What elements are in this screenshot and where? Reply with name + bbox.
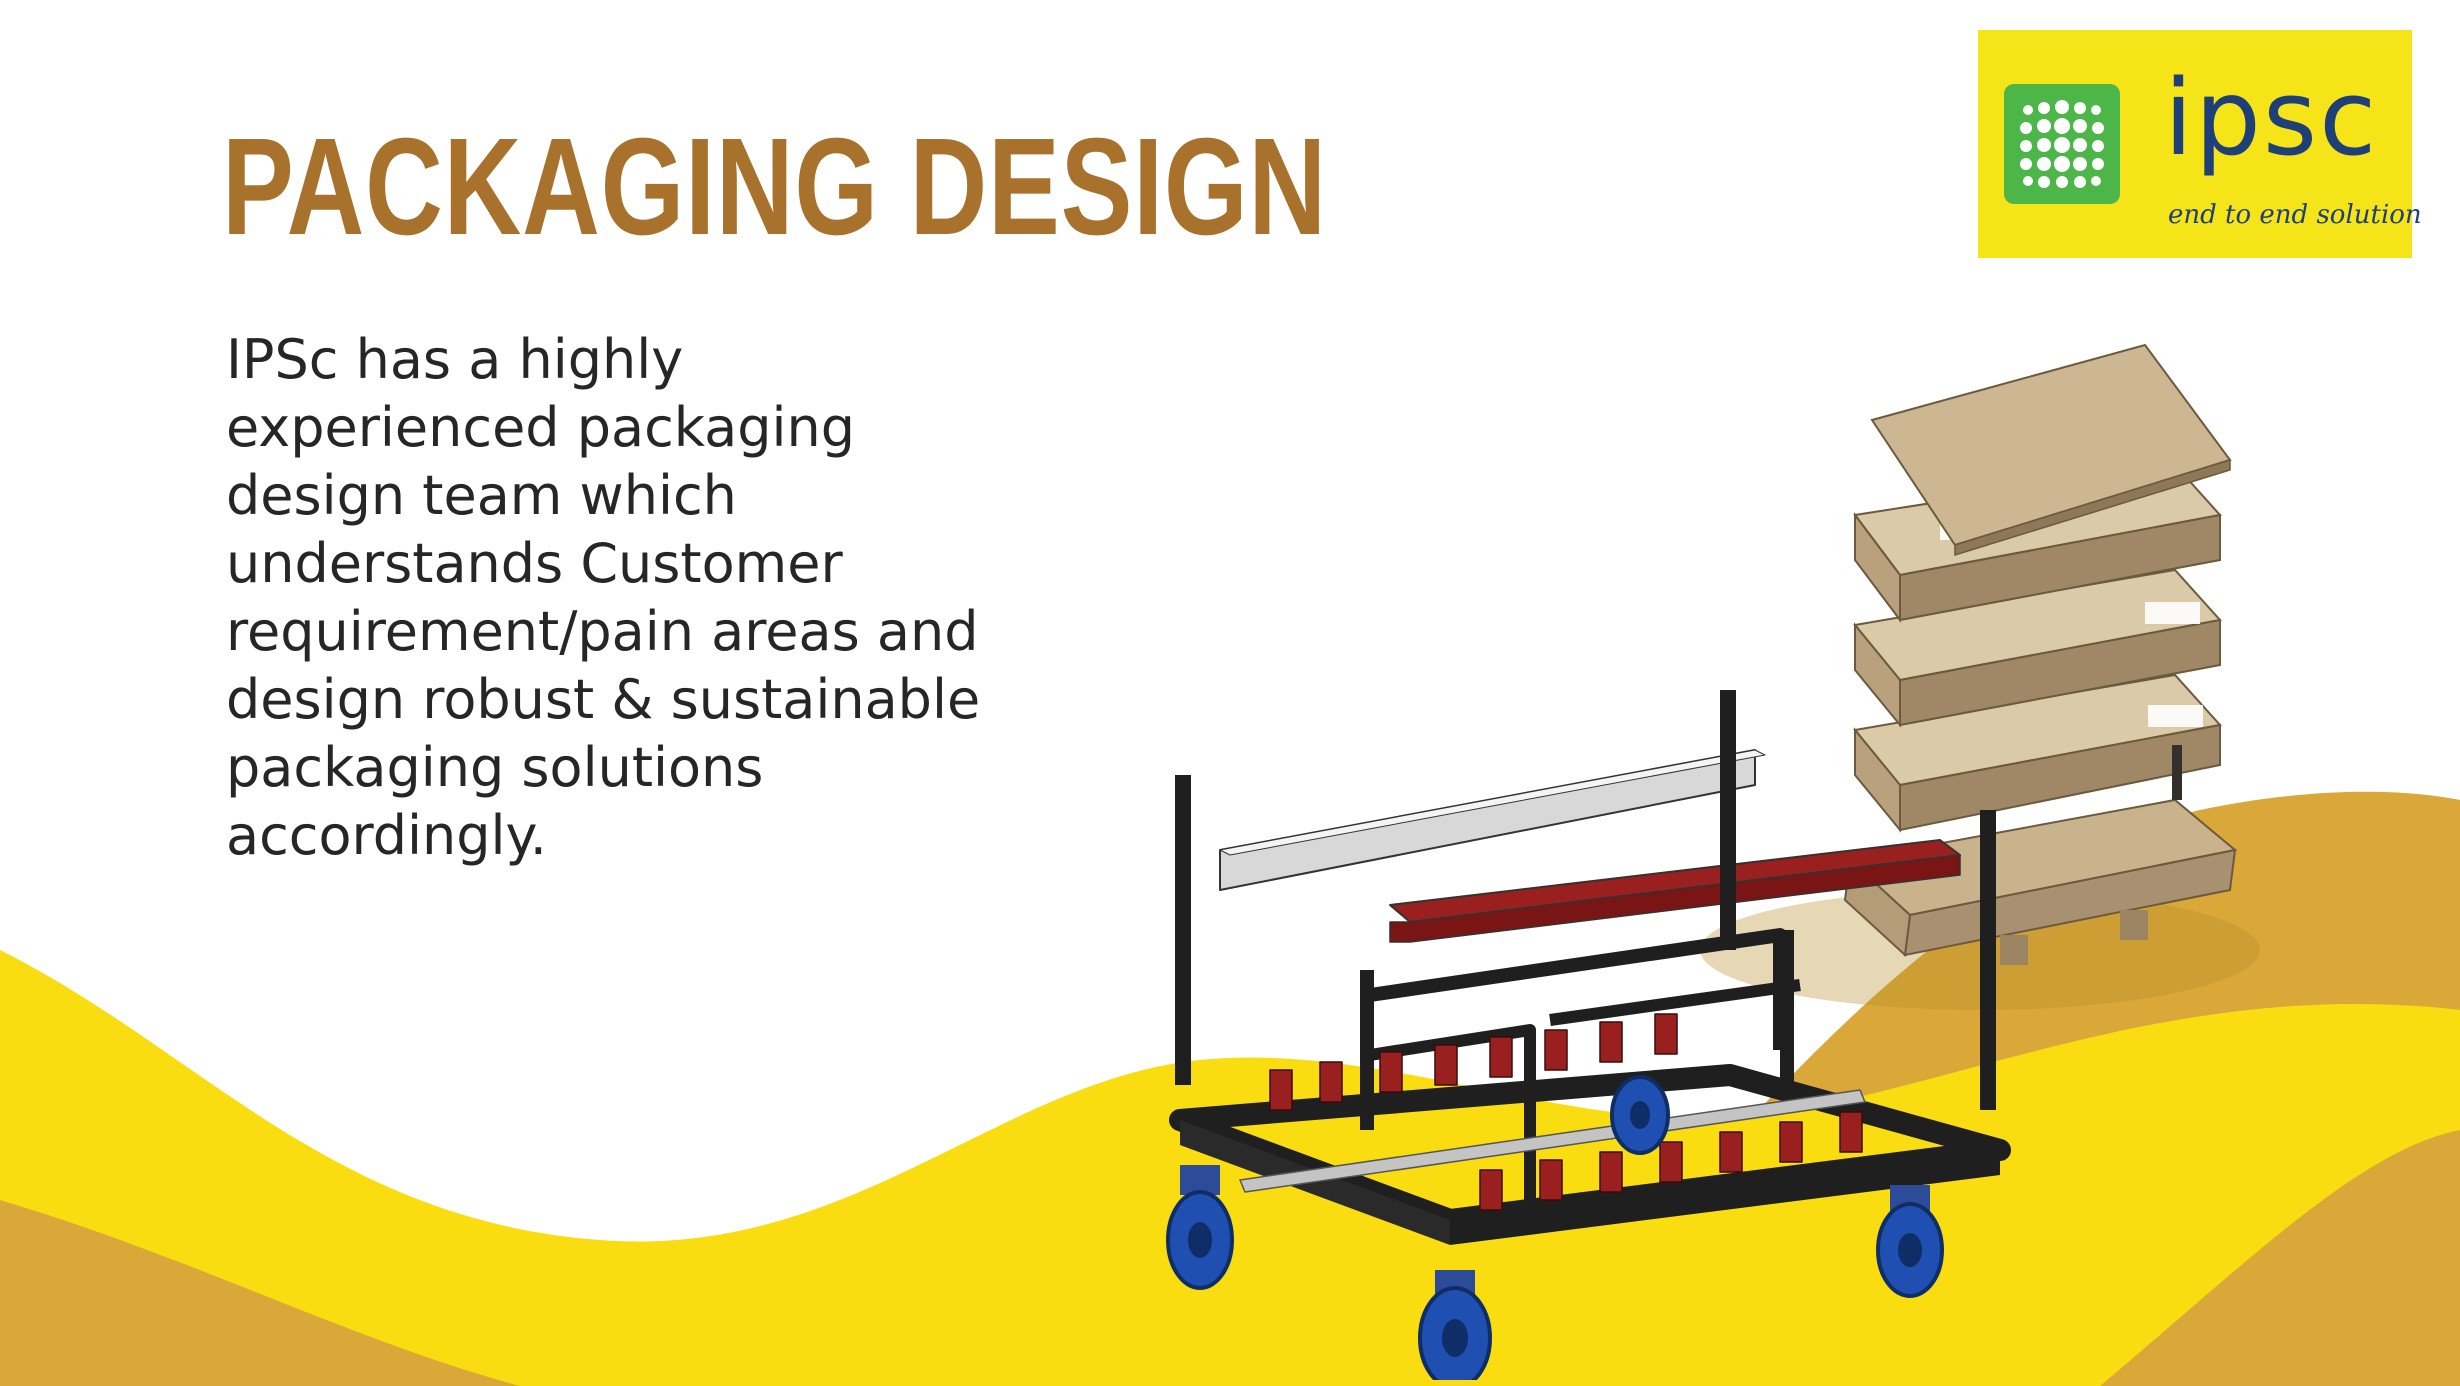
packaging-illustration [1166,343,2260,1380]
trolley [1166,690,2011,1380]
post [1980,810,1996,1110]
company-logo: ipsc end to end solution [1978,30,2422,258]
red-holders [1269,1013,1863,1211]
wheel [1418,1270,1492,1380]
crate-stack [1843,343,2238,965]
wheel [1166,1165,1234,1290]
post [1175,775,1191,1085]
post [1360,970,1374,1130]
gold-wave-right [2100,1130,2460,1386]
yellow-wave [0,950,2460,1386]
logo-tagline: end to end solution [2168,200,2422,230]
gold-wave-bottom [0,1200,520,1386]
page-title: PACKAGING DESIGN [222,110,1327,264]
post [1720,690,1736,950]
wheel [1610,1075,1670,1155]
dot-grid-icon [2004,84,2120,204]
wheel [1876,1185,1944,1298]
logo-wordmark: ipsc [2164,57,2379,179]
trolley-base [1169,1064,2011,1231]
description-text: IPSc has a highly experienced packaging … [226,328,981,867]
